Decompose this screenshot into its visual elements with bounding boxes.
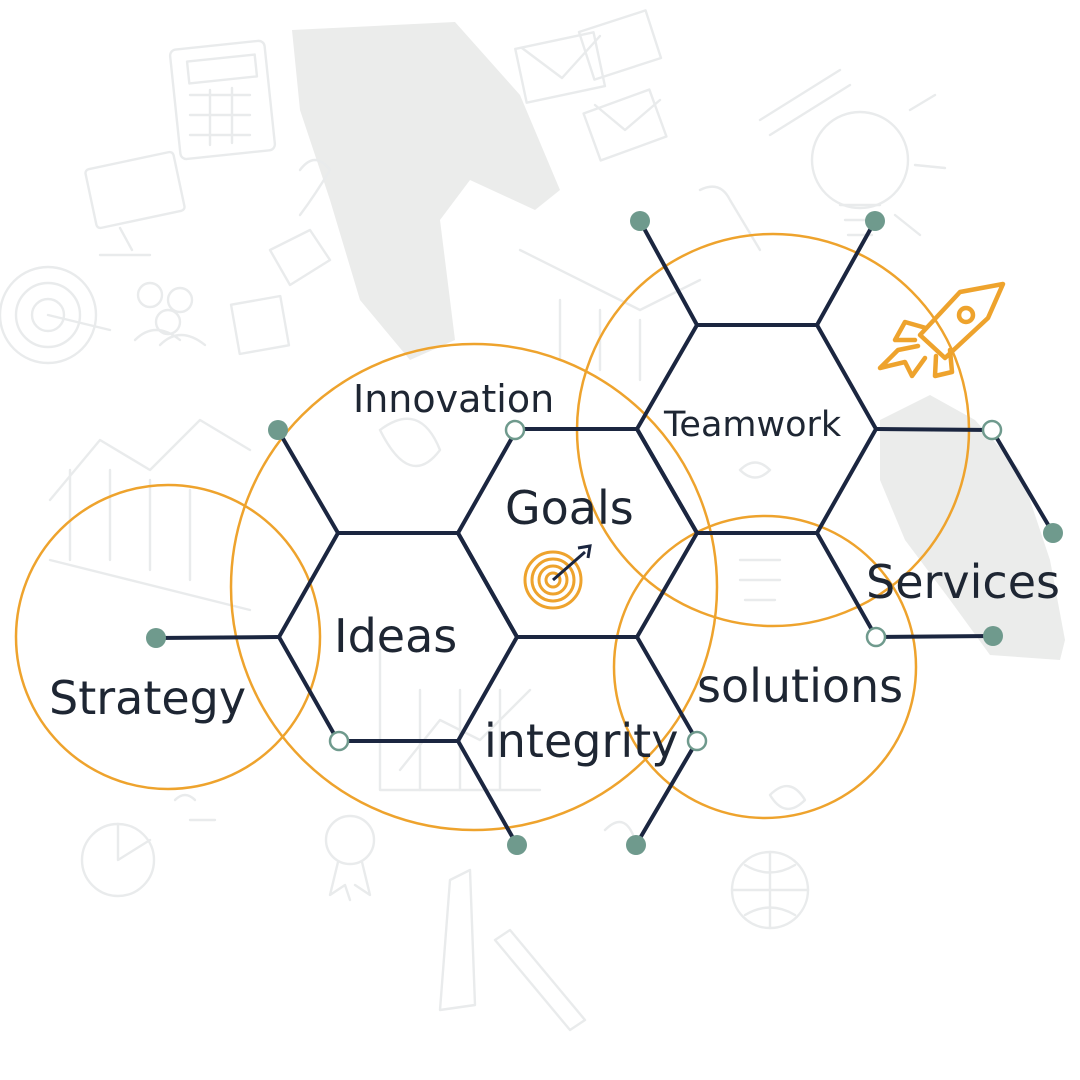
- connector-top-teamwork-left: [638, 219, 699, 327]
- label-strategy: Strategy: [49, 671, 246, 725]
- circle-solutions: [612, 514, 918, 820]
- line-chart-doodle-icon: [48, 418, 252, 612]
- connector-bottom-center: [456, 739, 519, 847]
- pie-chart-doodle-icon: [80, 793, 217, 898]
- node-dot: [268, 420, 288, 440]
- lightbulb-doodle-icon: [758, 68, 947, 237]
- label-goals: Goals: [505, 481, 634, 535]
- monitor-doodle-icon: [84, 150, 186, 257]
- misc-doodle-icon: [378, 185, 782, 842]
- hexagon-solutions-partial: [635, 635, 699, 743]
- rocket-icon: [877, 281, 1006, 379]
- label-integrity: integrity: [484, 714, 678, 768]
- node-ring: [328, 730, 350, 752]
- gray-brush-blob-right: [880, 395, 1065, 660]
- people-doodle-icon: [133, 281, 207, 347]
- node-dot: [146, 628, 166, 648]
- node-dot: [507, 835, 527, 855]
- puzzle-doodle-icon: [229, 158, 332, 356]
- nodes: [146, 211, 1063, 855]
- label-services: Services: [866, 555, 1060, 609]
- connector-top-left: [276, 428, 340, 535]
- circle-strategy: [14, 483, 322, 791]
- node-dot: [626, 835, 646, 855]
- node-dot: [865, 211, 885, 231]
- pencil-doodle-icon: [438, 868, 587, 1032]
- node-ring: [865, 626, 887, 648]
- node-dot: [1043, 523, 1063, 543]
- calculator-doodle-icon: [168, 39, 277, 161]
- label-innovation: Innovation: [353, 377, 554, 421]
- label-ideas: Ideas: [334, 609, 457, 663]
- node-dot: [983, 626, 1003, 646]
- orange-circles: [14, 232, 971, 832]
- label-teamwork: Teamwork: [663, 405, 842, 445]
- node-dot: [630, 211, 650, 231]
- hexagon-services-partial: [815, 531, 878, 639]
- node-ring: [981, 419, 1003, 441]
- connector-strategy: [154, 635, 281, 640]
- connector-bottom-right: [634, 739, 699, 847]
- connector-services: [874, 634, 995, 639]
- connector-top-teamwork-right: [815, 219, 877, 327]
- target-icon: [523, 544, 592, 610]
- background-doodles: [0, 9, 1065, 1032]
- envelope-doodle-icon: [514, 9, 668, 162]
- medal-doodle-icon: [324, 814, 376, 902]
- globe-doodle-icon: [730, 785, 810, 930]
- target-doodle-icon: [0, 265, 112, 365]
- labels: Innovation Teamwork Goals Ideas Strategy…: [49, 377, 1060, 768]
- node-ring: [504, 419, 526, 441]
- node-ring: [686, 730, 708, 752]
- circle-ideas-goals: [229, 342, 719, 832]
- label-solutions: solutions: [697, 659, 903, 713]
- gray-brush-blob-top: [292, 22, 560, 360]
